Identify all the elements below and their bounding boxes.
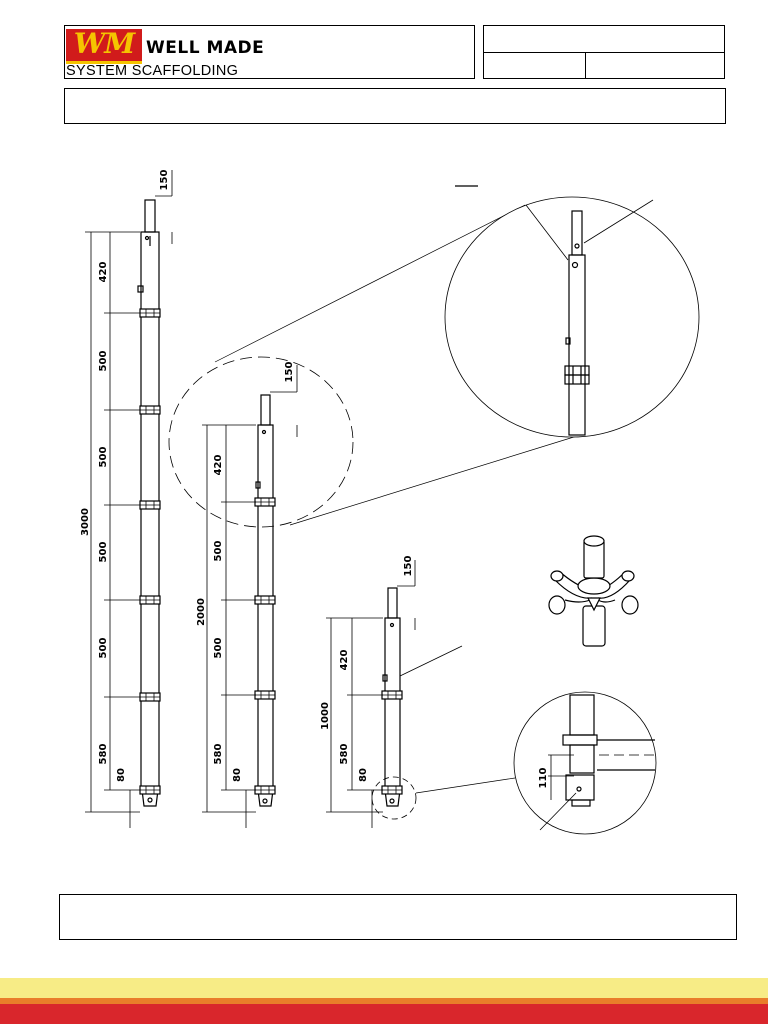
dim-total-1000: 1000 [320, 702, 331, 730]
dim-spacing-3000-2: 500 [98, 351, 109, 372]
company-name: WELL MADE [146, 38, 265, 58]
dim-total-3000: 3000 [80, 508, 91, 536]
company-logo-mark: WM [66, 29, 142, 64]
spigot [144, 199, 156, 233]
dim-spacing-3000-6: 580 [98, 744, 109, 765]
dim-spacing-1000-1: 420 [339, 650, 350, 671]
title-block-info-right [585, 52, 725, 79]
dim-spacing-2000-1: 420 [213, 455, 224, 476]
dim-bottom-1000: 80 [358, 768, 369, 782]
dim-spacing-3000-5: 500 [98, 638, 109, 659]
notes-field [59, 894, 737, 940]
dim-bottom-3000: 80 [116, 768, 127, 782]
dim-top-1000: 150 [403, 556, 414, 577]
dim-spacing-3000-3: 500 [98, 447, 109, 468]
drawing-title-field [64, 88, 726, 124]
detail-view-top [444, 196, 700, 438]
detail-marker-base [371, 776, 417, 820]
dim-spacing-2000-2: 500 [213, 541, 224, 562]
dim-top-2000: 150 [284, 362, 295, 383]
dim-spacing-3000-1: 420 [98, 262, 109, 283]
dim-detail-base: 110 [538, 768, 549, 789]
dim-spacing-2000-4: 580 [213, 744, 224, 765]
footer-band-red [0, 998, 768, 1024]
dim-spacing-1000-2: 580 [339, 744, 350, 765]
detail-marker-top [168, 356, 354, 528]
dim-bottom-2000: 80 [232, 768, 243, 782]
dim-spacing-3000-4: 500 [98, 542, 109, 563]
node-illustration [548, 535, 639, 647]
dim-spacing-2000-3: 500 [213, 638, 224, 659]
dim-top-3000: 150 [159, 170, 170, 191]
footer-band-yellow [0, 978, 768, 998]
dim-total-2000: 2000 [196, 598, 207, 626]
company-tagline: SYSTEM SCAFFOLDING [66, 63, 239, 79]
title-block-info-top [483, 25, 725, 53]
detail-view-base [513, 691, 657, 835]
